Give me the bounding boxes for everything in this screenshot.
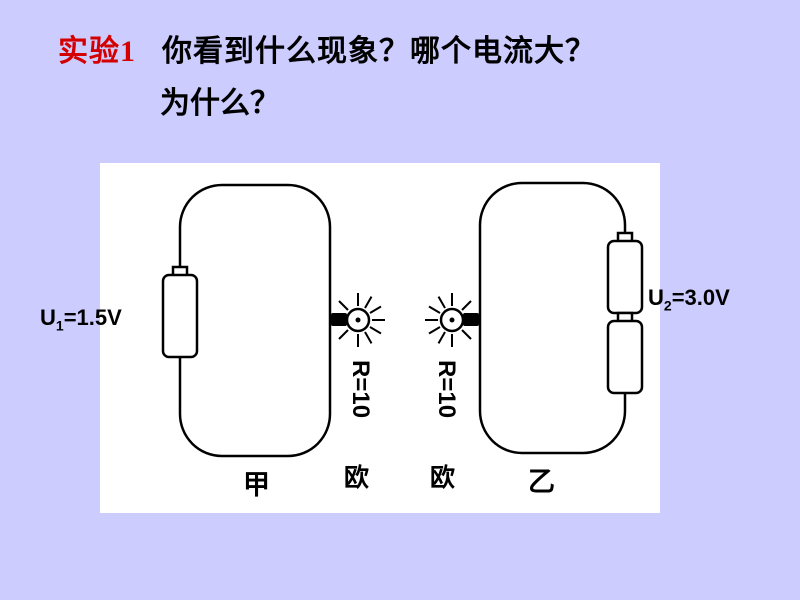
caption-right-circuit: 乙 [528,467,555,497]
diagram-panel [100,163,660,513]
right-circuit [425,181,644,455]
left-circuit [161,183,385,458]
right-bulb-icon [425,293,479,347]
experiment-label: 实验1 [58,35,136,68]
voltage-label-u1: U1=1.5V [40,305,122,334]
resistor-label-right: R=10 [433,360,460,419]
right-bulb-rays [425,293,472,347]
voltage-label-u2: U2=3.0V [648,285,730,314]
title-question-line2: 为什么？ [160,87,280,120]
resistor-unit-right: 欧 [430,464,456,492]
slide-title: 实验1 你看到什么现象？哪个电流大？ [58,26,596,70]
circuit-diagram-svg [161,181,644,458]
title-question: 你看到什么现象？哪个电流大？ [162,35,596,68]
right-circuit-loop [478,181,627,455]
left-battery-icon [161,265,199,359]
left-bulb-rays [338,293,385,347]
resistor-label-left: R=10 [347,360,374,419]
resistor-unit-left: 欧 [344,464,370,492]
right-battery-bottom-icon [606,311,644,395]
right-battery-top-icon [606,231,644,315]
left-bulb-icon [331,293,385,347]
caption-left-circuit: 甲 [243,470,270,500]
left-circuit-loop [178,183,332,458]
